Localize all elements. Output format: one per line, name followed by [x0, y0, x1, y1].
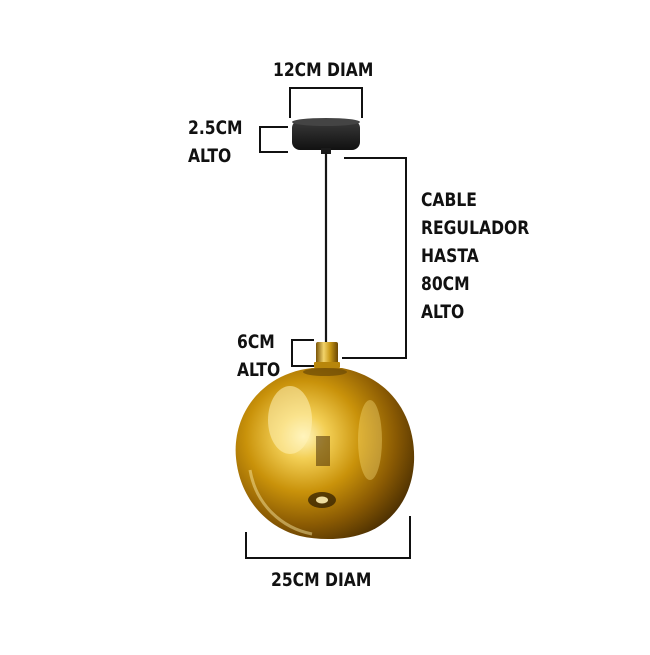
globe-diameter-bracket [245, 516, 411, 559]
canopy-height-bracket [259, 126, 288, 153]
canopy-diameter-label: 12CM DIAM [273, 56, 373, 84]
cable-length-label: CABLE REGULADOR HASTA 80CM ALTO [421, 186, 529, 326]
gold-globe-shade [235, 368, 415, 540]
canopy-height-label: 2.5CM ALTO [188, 114, 243, 170]
canopy-diameter-bracket [289, 87, 363, 118]
canopy-height-unit: ALTO [188, 145, 232, 167]
cable-line-1: CABLE [421, 189, 477, 211]
socket-height-bracket [291, 339, 314, 367]
globe-diameter-text: 25CM DIAM [271, 569, 372, 591]
lamp-socket [314, 342, 340, 368]
socket-height-label: 6CM ALTO [237, 328, 280, 384]
ceiling-canopy [292, 118, 360, 154]
cable-length-bracket [342, 157, 407, 359]
socket-height-unit: ALTO [237, 359, 281, 381]
canopy-height-value: 2.5CM [188, 117, 243, 139]
cable-line-3: HASTA [421, 245, 479, 267]
cable-line-2: REGULADOR [421, 217, 530, 239]
cable-line-4: 80CM [421, 273, 470, 295]
canopy-diameter-text: 12CM DIAM [273, 59, 374, 81]
cable-line-5: ALTO [421, 301, 465, 323]
socket-height-value: 6CM [237, 331, 275, 353]
globe-diameter-label: 25CM DIAM [271, 566, 371, 594]
